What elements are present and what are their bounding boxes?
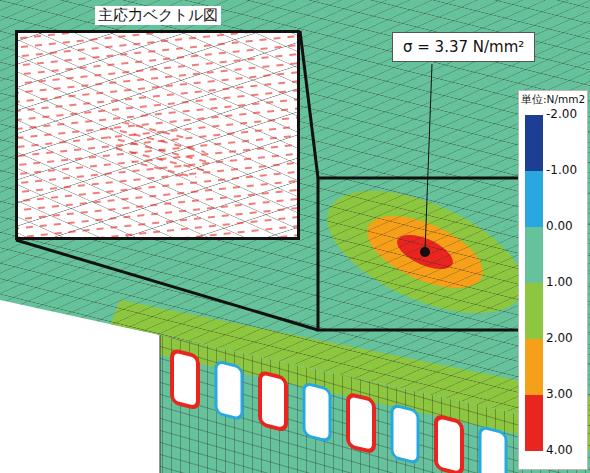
scale-value: -2.00 xyxy=(546,107,577,121)
scale-value: 4.00 xyxy=(546,443,573,457)
color-swatch xyxy=(525,227,543,283)
color-swatch xyxy=(525,395,543,451)
legend-panel: 単位:N/mm2-2.00 -1.00 0.00 1.00 2.00 3.00 4.00 xyxy=(518,90,588,470)
scale-value: 2.00 xyxy=(546,331,573,345)
inset-title: 主応力ベクトル図 xyxy=(95,6,221,25)
zoom-leader xyxy=(300,31,318,178)
zoom-leader xyxy=(16,240,318,330)
openings xyxy=(172,350,506,473)
zoom-frame xyxy=(318,178,520,330)
scale-value: 3.00 xyxy=(546,387,573,401)
value-leader xyxy=(425,64,432,252)
unit-label: 単位:N/mm2 xyxy=(521,93,585,107)
stress-value: σ = 3.37 N/mm² xyxy=(403,38,524,56)
scale-value: -1.00 xyxy=(546,163,577,177)
color-swatch xyxy=(525,171,543,227)
inset-frame: 主応力ベクトル図 xyxy=(15,30,300,240)
value-callout: σ = 3.37 N/mm² xyxy=(392,32,535,62)
color-swatch xyxy=(525,115,543,171)
scale-value: 1.00 xyxy=(546,275,573,289)
scale-value: 0.00 xyxy=(546,219,573,233)
color-swatch xyxy=(525,283,543,339)
face-edge xyxy=(160,335,161,473)
color-swatch xyxy=(525,339,543,395)
principal-stress-vectors xyxy=(15,30,300,240)
